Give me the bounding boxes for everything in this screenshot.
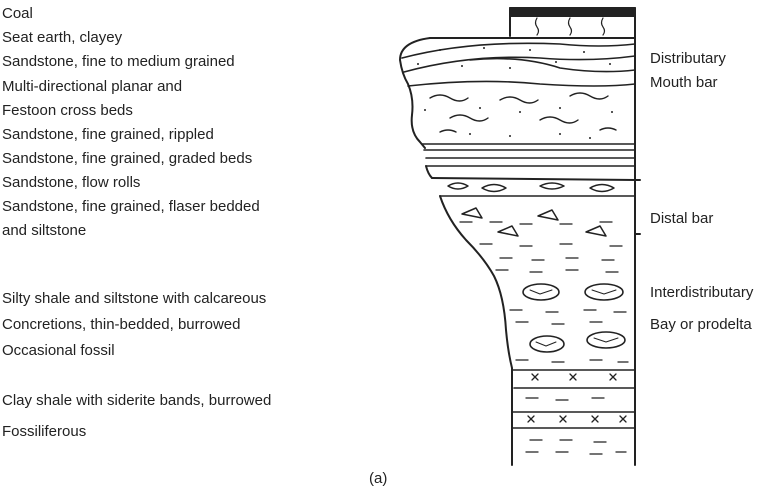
label-bay-prodelta: Bay or prodelta [650, 316, 752, 333]
graded-beds [421, 143, 636, 167]
mouth-bar-outline [399, 37, 431, 149]
label-sandstone-flaser-2: and siltstone [2, 222, 87, 239]
label-sandstone-flaser-1: Sandstone, fine grained, flaser bedded [2, 198, 260, 215]
distal-bar-flaser [461, 207, 607, 237]
label-sandstone-rippled: Sandstone, fine grained, rippled [2, 126, 214, 143]
clay-shale-dashes [525, 397, 627, 455]
label-interdistributary: Interdistributary [650, 284, 754, 301]
label-mouth-bar: Mouth bar [650, 74, 718, 91]
label-cross-beds-1: Multi-directional planar and [2, 78, 183, 95]
label-distal-bar: Distal bar [650, 210, 714, 227]
coal-bed [509, 7, 636, 17]
flow-rolls-left-edge [425, 165, 433, 179]
shale-dashes [495, 257, 629, 363]
label-cross-beds-2: Festoon cross beds [2, 102, 133, 119]
siderite-bands [511, 369, 636, 429]
flow-roll-blobs [447, 182, 615, 193]
seat-earth-rootlets [534, 17, 606, 36]
mouth-bar-cross-beds [401, 42, 636, 87]
label-seat-earth: Seat earth, clayey [2, 29, 123, 46]
label-sandstone-fine-medium: Sandstone, fine to medium grained [2, 53, 235, 70]
concretion-cracks [529, 289, 619, 347]
label-sandstone-flow-rolls: Sandstone, flow rolls [2, 174, 141, 191]
burrow-marks [527, 373, 627, 423]
label-occasional-fossil: Occasional fossil [2, 342, 115, 359]
calcareous-concretions [522, 283, 626, 353]
flow-rolls-base [431, 177, 641, 181]
mouth-bar-sand-dots [417, 47, 613, 139]
distal-bar-silt-dashes [459, 221, 623, 247]
label-silty-shale-1: Silty shale and siltstone with calcareou… [2, 290, 267, 307]
label-sandstone-graded: Sandstone, fine grained, graded beds [2, 150, 253, 167]
label-clay-shale: Clay shale with siderite bands, burrowed [2, 392, 272, 409]
label-coal: Coal [2, 5, 33, 22]
figure-caption: (a) [369, 470, 388, 487]
mouth-bar-ripple-lenses [429, 92, 617, 133]
column-left-edge-lower [439, 195, 513, 466]
label-silty-shale-2: Concretions, thin-bedded, burrowed [2, 316, 241, 333]
label-fossiliferous: Fossiliferous [2, 423, 87, 440]
label-distributary: Distributary [650, 50, 726, 67]
